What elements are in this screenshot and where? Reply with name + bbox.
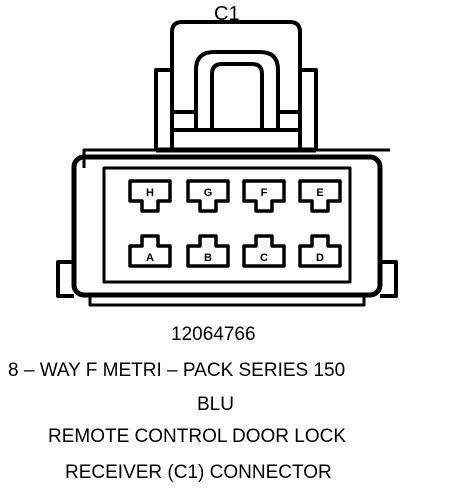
pin-label: B — [204, 252, 212, 264]
pin-label: G — [204, 187, 213, 199]
pin-label: A — [146, 252, 154, 264]
pin-cavity-d: D — [298, 234, 342, 268]
pin-outline — [186, 234, 230, 268]
connector-title: C1 — [214, 3, 240, 25]
part-number: 12064766 — [171, 324, 256, 345]
pin-outline — [242, 234, 286, 268]
connector-latch — [154, 20, 318, 153]
pin-cavity-h: H — [128, 179, 172, 213]
caption-line-2: RECEIVER (C1) CONNECTOR — [65, 462, 332, 483]
pin-outline — [242, 179, 286, 213]
pin-outline — [298, 179, 342, 213]
pin-label: E — [316, 187, 323, 199]
pin-outline — [128, 234, 172, 268]
pin-cavity-c: C — [242, 234, 286, 268]
pin-cavity-b: B — [186, 234, 230, 268]
pin-row-bottom: A B C D — [128, 234, 342, 268]
pin-cavity-g: G — [186, 179, 230, 213]
pin-outline — [298, 234, 342, 268]
caption-line-1: REMOTE CONTROL DOOR LOCK — [48, 426, 347, 447]
connector-description: 8 – WAY F METRI – PACK SERIES 150 — [8, 360, 346, 381]
pin-label: D — [316, 252, 324, 264]
pin-label: C — [260, 252, 268, 264]
connector-body — [56, 148, 398, 307]
pin-cavity-a: A — [128, 234, 172, 268]
pin-label: H — [146, 187, 154, 199]
pin-outline — [186, 179, 230, 213]
connector-color: BLU — [197, 394, 234, 415]
pin-cavity-e: E — [298, 179, 342, 213]
pin-outline — [128, 179, 172, 213]
pin-cavity-f: F — [242, 179, 286, 213]
pin-label: F — [261, 187, 268, 199]
